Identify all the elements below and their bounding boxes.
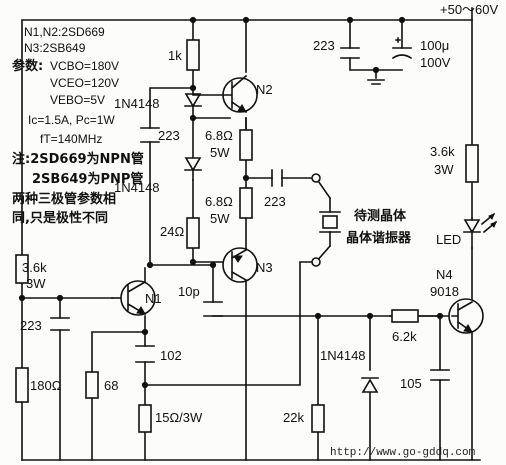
- param-line4: VCEO=120V: [50, 76, 119, 90]
- capacitor-223-left: [50, 317, 70, 331]
- label-c105: 105: [400, 376, 422, 391]
- capacitor-223-mid: [140, 127, 160, 143]
- label-r68: 68: [104, 378, 118, 393]
- label-r3k6-right: 3.6k: [430, 144, 455, 159]
- resistor-1k: [186, 39, 200, 71]
- param-line5: VEBO=5V: [50, 93, 105, 107]
- label-dut-line1: 待测晶体: [353, 208, 407, 224]
- label-c100u: 100μ: [420, 38, 449, 53]
- label-r180: 180Ω: [30, 378, 62, 393]
- capacitor-223-out: [271, 169, 283, 187]
- label-c223-mid: 223: [158, 128, 180, 143]
- label-c100u-voltage: 100V: [420, 55, 451, 70]
- diode-d1: [184, 93, 202, 108]
- param-line3-val: VCBO=180V: [50, 59, 119, 73]
- label-r24: 24Ω: [160, 224, 184, 239]
- label-r68a-power: 5W: [210, 145, 230, 160]
- label-n2: N2: [256, 82, 273, 97]
- resistor-15: [138, 404, 152, 433]
- supply-label: +50～60V: [440, 2, 499, 17]
- capacitor-10p: [203, 301, 223, 317]
- label-n1: N1: [145, 291, 162, 306]
- resistor-6r8-b: [239, 187, 253, 219]
- capacitor-223-top: [340, 47, 360, 59]
- label-r6k2: 6.2k: [392, 329, 417, 344]
- label-c10p: 10p: [178, 284, 200, 299]
- resistor-3k6-right: [465, 144, 479, 183]
- resistor-6r8-a: [239, 129, 253, 161]
- label-d1: 1N4148: [114, 96, 160, 111]
- label-r68a: 6.8Ω: [205, 128, 233, 143]
- label-n4: N4: [436, 267, 453, 282]
- label-c223-out: 223: [264, 194, 286, 209]
- label-r68b-power: 5W: [210, 211, 230, 226]
- crystal-icon: [319, 211, 341, 233]
- transistor-n3-icon: [222, 247, 258, 283]
- param-line1: N1,N2:2SD669: [24, 25, 105, 39]
- diode-d3: [361, 377, 379, 393]
- param-note1: 注:2SD669为NPN管: [12, 151, 144, 167]
- label-r3k6-right-power: 3W: [434, 162, 454, 177]
- transistor-n4-icon: [448, 298, 484, 334]
- watermark-url: http://www.go-gddq.com: [330, 447, 476, 459]
- param-line2: N3:2SB649: [24, 41, 86, 55]
- label-d2: 1N4148: [114, 180, 160, 195]
- resistor-180: [15, 367, 29, 403]
- transistor-n1-icon: [120, 280, 156, 316]
- transistor-n2-icon: [192, 74, 258, 114]
- label-n4-type: 9018: [430, 284, 459, 299]
- param-line3-head: 参数:: [12, 58, 43, 74]
- capacitor-100u: [391, 37, 413, 60]
- resistor-6k2: [391, 309, 419, 323]
- param-note3: 两种三极管参数相: [12, 191, 116, 207]
- label-dut-line2: 晶体谐振器: [346, 230, 412, 246]
- resistor-3k6-left: [15, 254, 29, 284]
- terminal-bottom: [311, 257, 321, 267]
- label-led: LED: [436, 232, 461, 247]
- led-icon: [463, 212, 498, 249]
- label-d3: 1N4148: [320, 348, 366, 363]
- junctions: [18, 16, 444, 389]
- param-line6: Ic=1.5A, Pc=1W: [28, 113, 115, 127]
- label-r68b: 6.8Ω: [205, 194, 233, 209]
- terminal-top: [311, 173, 321, 183]
- label-r-1k: 1k: [168, 48, 182, 63]
- label-c223-left: 223: [20, 318, 42, 333]
- resistor-24: [186, 217, 200, 249]
- label-c102: 102: [160, 348, 182, 363]
- resistor-22k: [311, 404, 325, 433]
- param-line7: fT=140MHz: [40, 132, 102, 146]
- diode-d2: [184, 157, 202, 172]
- label-n3: N3: [256, 260, 273, 275]
- param-note2: 2SB649为PNP管: [32, 171, 143, 187]
- capacitor-105: [430, 369, 450, 381]
- label-r3k6-left: 3.6k: [22, 260, 47, 275]
- resistor-68: [85, 371, 99, 399]
- ground-icon: [367, 79, 385, 85]
- capacitor-102: [135, 345, 155, 363]
- label-r15: 15Ω/3W: [155, 410, 203, 425]
- label-r3k6-left-power: 3W: [26, 276, 46, 291]
- label-r22k: 22k: [283, 410, 304, 425]
- label-c223-top: 223: [313, 38, 335, 53]
- param-note4: 同,只是极性不同: [12, 210, 108, 226]
